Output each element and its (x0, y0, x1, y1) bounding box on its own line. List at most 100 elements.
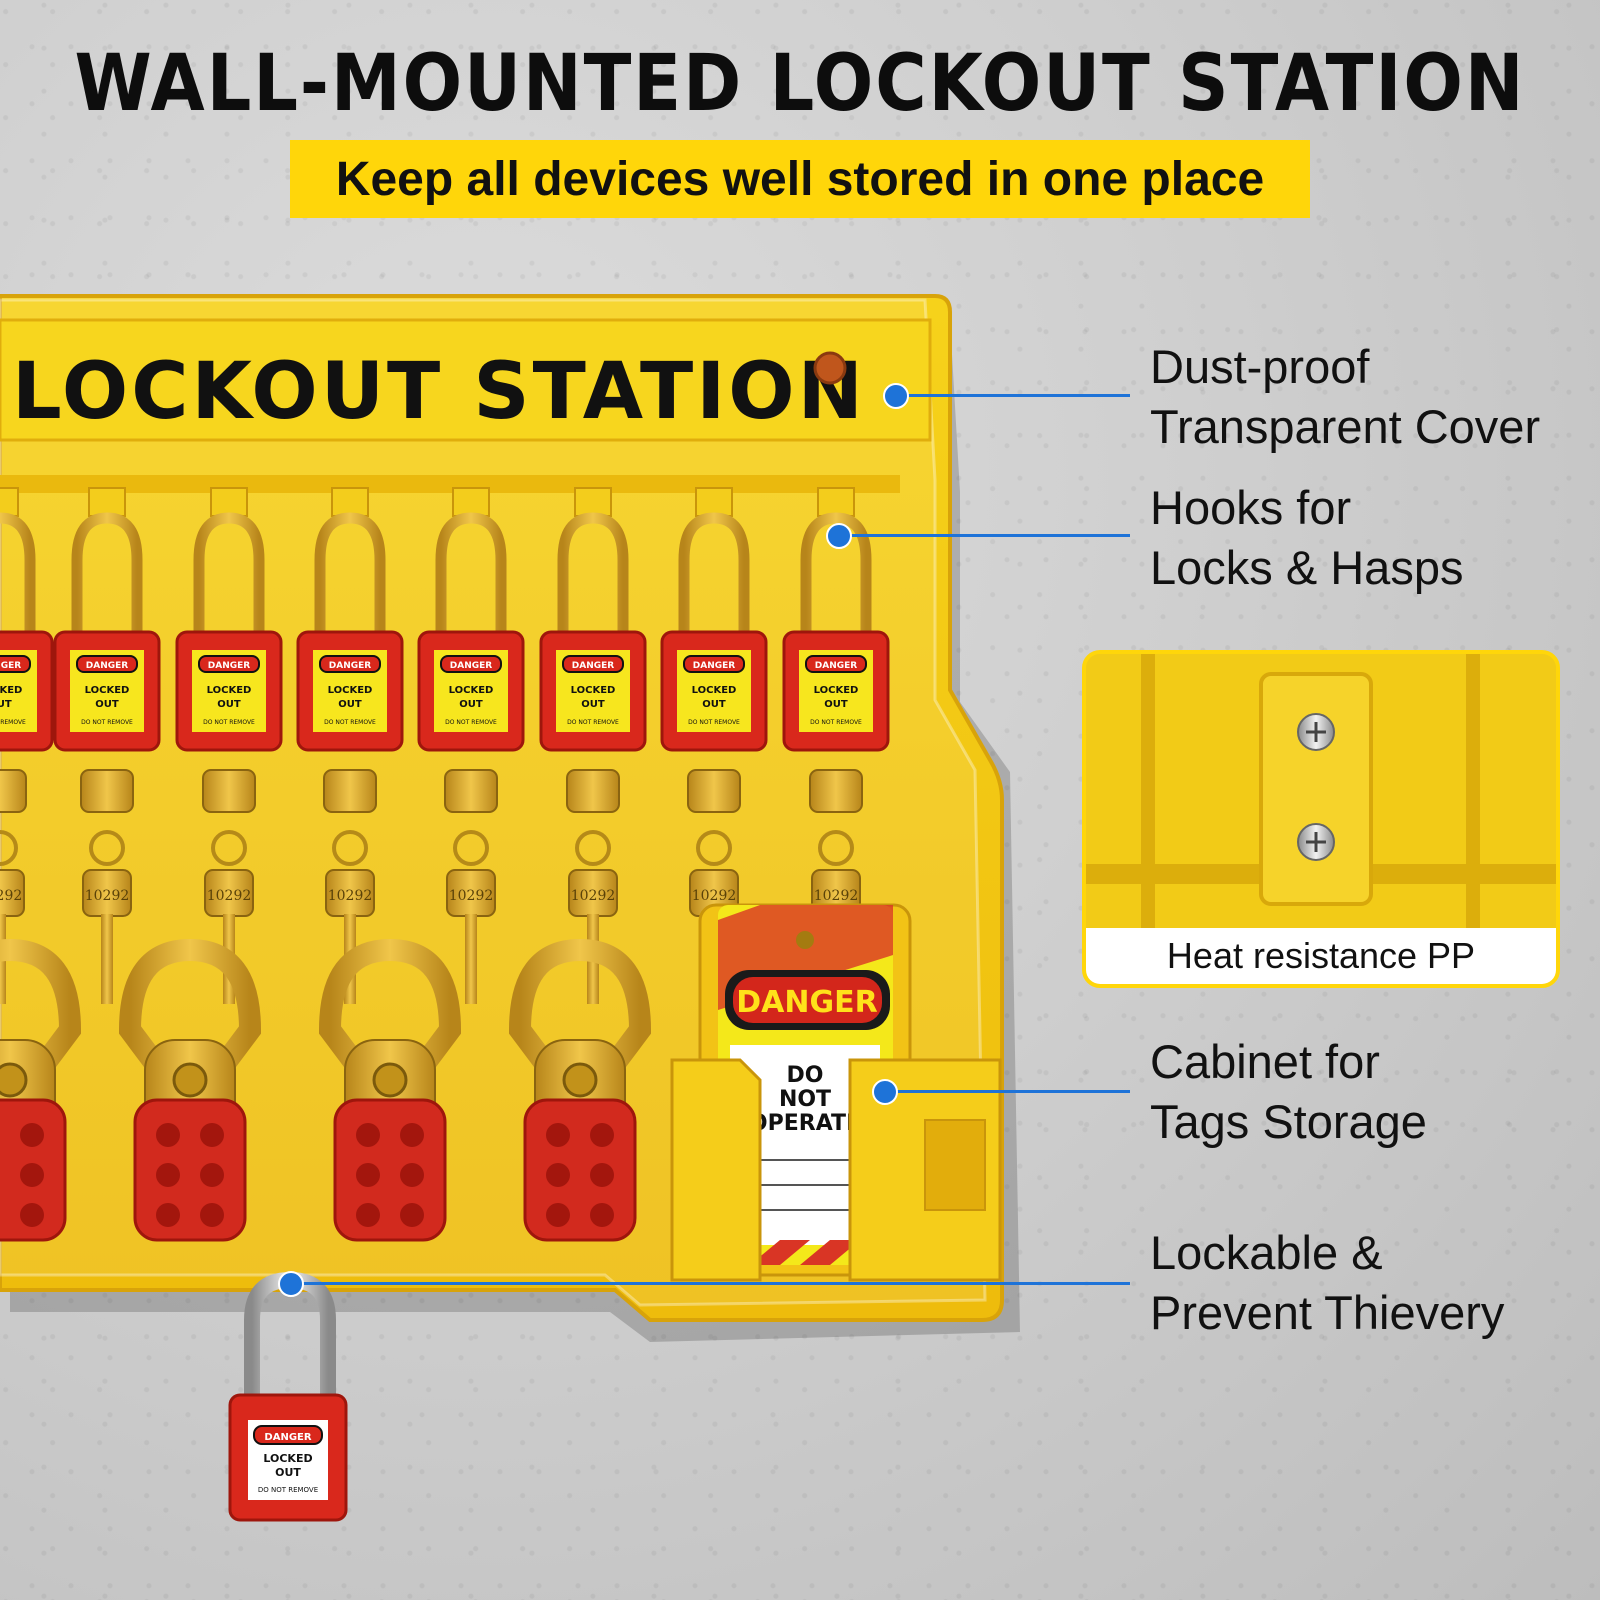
callout-lockable-line2: Prevent Thievery (1150, 1286, 1505, 1339)
tag-line-2: NOT (779, 1087, 831, 1112)
key-number: 10292 (0, 888, 22, 904)
callout-lockable-line1: Lockable & (1150, 1226, 1383, 1279)
callout-cabinet-line2: Tags Storage (1150, 1095, 1427, 1148)
padlock-tag-line2: OUT (581, 699, 605, 710)
subtitle-banner: Keep all devices well stored in one plac… (290, 140, 1310, 218)
padlock-tag-line2: OUT (702, 699, 726, 710)
padlock-tag-top: DANGER (693, 661, 736, 671)
leader-dot-cover (883, 383, 909, 409)
key: 10292 (202, 769, 256, 1004)
callout-cover-line2: Transparent Cover (1150, 400, 1541, 453)
padlock: DANGER LOCKED OUT DO NOT REMOVE (296, 487, 404, 752)
callout-cabinet: Cabinet for Tags Storage (1150, 1032, 1427, 1152)
padlock-tag-top: DANGER (572, 661, 615, 671)
hook (210, 487, 248, 517)
callout-hooks-line1: Hooks for (1150, 481, 1352, 534)
callout-hooks-line2: Locks & Hasps (1150, 541, 1464, 594)
inset-caption: Heat resistance PP (1086, 928, 1556, 984)
hook (695, 487, 733, 517)
callout-hooks: Hooks for Locks & Hasps (1150, 478, 1463, 598)
padlock-tag-line2: OUT (217, 699, 241, 710)
hook (88, 487, 126, 517)
padlock-tag-line2: OUT (338, 699, 362, 710)
hook (817, 487, 855, 517)
material-closeup-inset: Heat resistance PP (1082, 650, 1560, 988)
cover-padlock: DANGER LOCKED OUT DO NOT REMOVE (228, 1271, 348, 1522)
padlock: DANGER LOCKED OUT DO NOT REMOVE (539, 487, 647, 752)
padlock-tag-top: DANGER (0, 661, 21, 671)
key-number: 10292 (449, 888, 494, 904)
lockout-hasp (318, 938, 462, 1242)
callout-cabinet-line1: Cabinet for (1150, 1035, 1380, 1088)
key-number: 10292 (85, 888, 130, 904)
padlock-tag-line3: DO NOT REMOVE (203, 719, 255, 726)
padlock-tag-line1: LOCKED (571, 685, 616, 696)
key-number: 10292 (814, 888, 859, 904)
tag-line-1: DO (787, 1063, 824, 1088)
key: 10292 (0, 769, 27, 1004)
hook (574, 487, 612, 517)
cover-lock-hole (813, 351, 847, 385)
key: 10292 (323, 769, 377, 1004)
key-number: 10292 (571, 888, 616, 904)
padlock-tag-line1: LOCKED (207, 685, 252, 696)
padlock-tag-line1: LOCKED (449, 685, 494, 696)
key-number: 10292 (328, 888, 373, 904)
padlock-tag-line3: DO NOT REMOVE (810, 719, 862, 726)
padlock: DANGER LOCKED OUT DO NOT REMOVE (660, 487, 768, 752)
sign-text: LOCKOUT STATION (12, 347, 866, 437)
leader-dot-hooks (826, 523, 852, 549)
leader-dot-cabinet (872, 1079, 898, 1105)
sign-strip (0, 318, 932, 442)
subtitle-text: Keep all devices well stored in one plac… (335, 152, 1265, 206)
padlock-tag-line3: DO NOT REMOVE (324, 719, 376, 726)
padlock-tag-line1: LOCKED (85, 685, 130, 696)
key: 10292 (444, 769, 498, 1004)
leader-dot-lockable (278, 1271, 304, 1297)
leader-line-cabinet (884, 1090, 1130, 1093)
key: 10292 (80, 769, 134, 1004)
tag-header: DANGER (736, 985, 877, 1020)
padlock-tag-top: DANGER (450, 661, 493, 671)
cover-padlock-tag-line2: OUT (275, 1466, 301, 1479)
padlock-tag-line3: DO NOT REMOVE (445, 719, 497, 726)
leader-line-lockable (290, 1282, 1130, 1285)
tag-line-3: OPERATE (749, 1111, 861, 1136)
lockout-hasp (0, 938, 82, 1242)
padlock-tag-line2: OUT (95, 699, 119, 710)
cover-padlock-tag-line3: DO NOT REMOVE (258, 1486, 318, 1494)
callout-lockable: Lockable & Prevent Thievery (1150, 1223, 1504, 1343)
page-title: WALL-MOUNTED LOCKOUT STATION (74, 37, 1526, 129)
leader-line-cover (895, 394, 1130, 397)
padlock-tag-top: DANGER (86, 661, 129, 671)
lockout-hasp (118, 938, 262, 1242)
padlock-tag-line1: LOCKED (692, 685, 737, 696)
hasp-row (0, 938, 652, 1242)
key-number: 10292 (692, 888, 737, 904)
padlock-row: DANGER LOCKED OUT DO NOT REMOVE DANGER LOCKED… (0, 487, 890, 752)
cover-padlock-tag-top: DANGER (264, 1432, 311, 1443)
padlock-tag-top: DANGER (208, 661, 251, 671)
lockout-hasp (508, 938, 652, 1242)
hook-rail (0, 475, 900, 493)
padlock: DANGER LOCKED OUT DO NOT REMOVE (53, 487, 161, 752)
padlock-tag-line1: LOCKED (0, 685, 22, 696)
padlock-tag-line1: LOCKED (814, 685, 859, 696)
hook (0, 487, 19, 517)
callout-cover-line1: Dust-proof (1150, 340, 1370, 393)
padlock: DANGER LOCKED OUT DO NOT REMOVE (175, 487, 283, 752)
padlock-tag-line2: OUT (0, 699, 12, 710)
padlock-tag-line3: DO NOT REMOVE (81, 719, 133, 726)
padlock-tag-top: DANGER (329, 661, 372, 671)
padlock-tag-top: DANGER (815, 661, 858, 671)
tag-cabinet: DANGER DO NOT OPERATE (670, 903, 1002, 1282)
cover-padlock-tag-line1: LOCKED (263, 1452, 312, 1465)
hook (452, 487, 490, 517)
padlock-tag-line2: OUT (459, 699, 483, 710)
padlock-tag-line3: DO NOT REMOVE (567, 719, 619, 726)
padlock-tag-line3: DO NOT REMOVE (688, 719, 740, 726)
leader-line-hooks (838, 534, 1130, 537)
callout-cover: Dust-proof Transparent Cover (1150, 337, 1540, 457)
padlock-tag-line1: LOCKED (328, 685, 373, 696)
